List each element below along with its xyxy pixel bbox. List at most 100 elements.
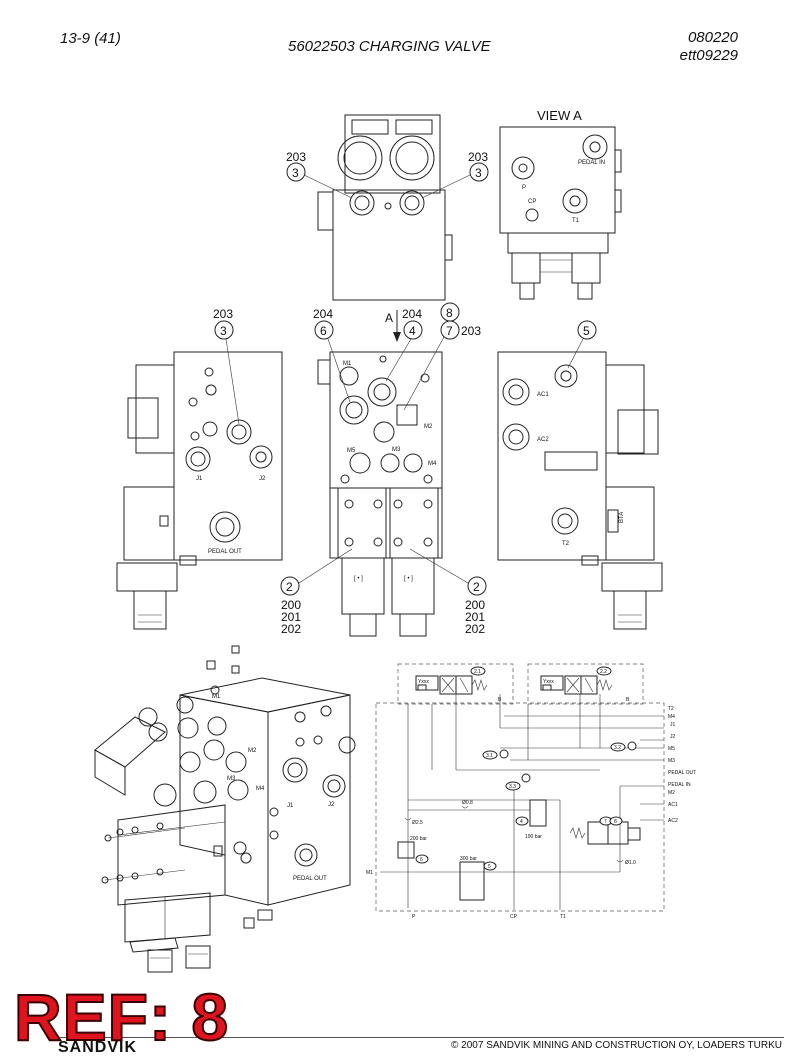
svg-text:Ø0.8: Ø0.8 bbox=[462, 800, 473, 806]
top-view bbox=[303, 114, 471, 301]
svg-text:J1: J1 bbox=[670, 722, 676, 728]
svg-text:201: 201 bbox=[281, 610, 301, 624]
svg-text:J1: J1 bbox=[287, 803, 294, 809]
svg-text:202: 202 bbox=[465, 622, 485, 636]
svg-text:AC1: AC1 bbox=[537, 392, 549, 398]
svg-text:M3: M3 bbox=[392, 447, 401, 453]
svg-text:M4: M4 bbox=[668, 714, 675, 720]
svg-text:203: 203 bbox=[461, 324, 481, 338]
svg-text:6: 6 bbox=[320, 324, 327, 338]
document-date: 080220 bbox=[687, 29, 738, 46]
ref-stamp: REF: 8 bbox=[13, 980, 230, 1054]
left-side-view: J1 J2 PEDAL OUT 203 3 bbox=[116, 307, 283, 630]
svg-text:[ • ]: [ • ] bbox=[404, 576, 413, 582]
svg-text:201: 201 bbox=[465, 610, 485, 624]
svg-text:3.2: 3.2 bbox=[614, 745, 621, 751]
svg-text:J2: J2 bbox=[670, 734, 676, 740]
svg-text:T1: T1 bbox=[560, 914, 566, 920]
svg-text:4: 4 bbox=[520, 819, 523, 825]
svg-text:M3: M3 bbox=[668, 758, 675, 764]
svg-text:AC2: AC2 bbox=[537, 437, 549, 443]
svg-text:PEDAL OUT: PEDAL OUT bbox=[668, 770, 696, 776]
svg-text:5: 5 bbox=[583, 324, 590, 338]
svg-text:J2: J2 bbox=[328, 802, 335, 808]
svg-text:M2: M2 bbox=[248, 748, 257, 754]
svg-text:M1: M1 bbox=[366, 870, 373, 876]
front-view: [ • ] [ • ] M1 M2 M5 M3 M4 A 204 6 204 4 bbox=[280, 302, 487, 637]
page-title: 56022503 CHARGING VALVE bbox=[288, 38, 491, 55]
svg-text:Ø2.5: Ø2.5 bbox=[412, 820, 423, 826]
svg-text:8: 8 bbox=[446, 306, 453, 320]
svg-text:M1: M1 bbox=[212, 694, 221, 700]
view-a-label: VIEW A bbox=[537, 108, 582, 123]
isometric-view: M1 M2 M3 M4 J1 J2 PEDAL OUT bbox=[94, 645, 356, 973]
svg-text:J2: J2 bbox=[259, 476, 266, 482]
top-callouts: 203 3 203 3 bbox=[286, 150, 489, 182]
svg-text:P: P bbox=[522, 185, 526, 191]
svg-text:J1: J1 bbox=[196, 476, 203, 482]
svg-text:3: 3 bbox=[292, 166, 299, 180]
svg-text:CP: CP bbox=[528, 199, 536, 205]
svg-text:BTA: BTA bbox=[619, 512, 625, 523]
svg-text:[ • ]: [ • ] bbox=[354, 576, 363, 582]
svg-text:6: 6 bbox=[420, 857, 423, 863]
svg-text:3.1: 3.1 bbox=[486, 753, 493, 759]
svg-text:M5: M5 bbox=[668, 746, 675, 752]
svg-text:M2: M2 bbox=[424, 424, 433, 430]
svg-text:PEDAL OUT: PEDAL OUT bbox=[293, 876, 327, 882]
document-code: ett09229 bbox=[679, 47, 738, 64]
svg-text:7: 7 bbox=[604, 819, 607, 825]
svg-text:3: 3 bbox=[220, 324, 227, 338]
view-a: VIEW A PEDAL IN P CP T1 bbox=[499, 108, 622, 300]
svg-text:CP: CP bbox=[510, 914, 518, 920]
copyright: © 2007 SANDVIK MINING AND CONSTRUCTION O… bbox=[451, 1040, 782, 1051]
svg-text:8: 8 bbox=[614, 819, 617, 825]
svg-text:T2: T2 bbox=[562, 541, 570, 547]
svg-text:PEDAL IN: PEDAL IN bbox=[578, 160, 605, 166]
svg-text:203: 203 bbox=[286, 150, 306, 164]
svg-text:AC2: AC2 bbox=[668, 818, 678, 824]
svg-text:B: B bbox=[626, 697, 630, 703]
svg-text:7: 7 bbox=[446, 324, 453, 338]
svg-text:204: 204 bbox=[402, 307, 422, 321]
svg-text:2.2: 2.2 bbox=[600, 669, 607, 675]
svg-text:2: 2 bbox=[473, 580, 480, 594]
svg-text:T2: T2 bbox=[668, 706, 674, 712]
svg-text:Ø1.0: Ø1.0 bbox=[625, 860, 636, 866]
svg-text:PEDAL IN: PEDAL IN bbox=[668, 782, 691, 788]
svg-text:203: 203 bbox=[213, 307, 233, 321]
svg-text:A: A bbox=[385, 311, 393, 325]
right-side-view: AC1 AC2 T2 BTA 5 bbox=[497, 320, 663, 630]
svg-text:202: 202 bbox=[281, 622, 301, 636]
svg-text:200: 200 bbox=[465, 598, 485, 612]
svg-text:M5: M5 bbox=[347, 448, 356, 454]
parts-drawing: VIEW A PEDAL IN P CP T1 203 3 203 3 bbox=[94, 108, 696, 973]
svg-text:300 bar: 300 bar bbox=[460, 856, 477, 862]
svg-text:3.3: 3.3 bbox=[509, 784, 516, 790]
svg-text:5: 5 bbox=[488, 864, 491, 870]
svg-text:AC1: AC1 bbox=[668, 802, 678, 808]
svg-text:204: 204 bbox=[313, 307, 333, 321]
svg-text:PEDAL OUT: PEDAL OUT bbox=[208, 549, 242, 555]
svg-text:3: 3 bbox=[475, 166, 482, 180]
svg-text:200: 200 bbox=[281, 598, 301, 612]
svg-text:M3: M3 bbox=[227, 776, 236, 782]
svg-text:M2: M2 bbox=[668, 790, 675, 796]
svg-text:4: 4 bbox=[409, 324, 416, 338]
svg-text:M4: M4 bbox=[256, 786, 265, 792]
svg-text:T1: T1 bbox=[572, 218, 580, 224]
svg-text:200 bar: 200 bar bbox=[410, 836, 427, 842]
svg-text:2: 2 bbox=[286, 580, 293, 594]
brand-logo-text: SANDVIK bbox=[58, 1039, 138, 1056]
svg-text:203: 203 bbox=[468, 150, 488, 164]
svg-text:Yxxx: Yxxx bbox=[543, 679, 554, 685]
page-reference: 13-9 (41) bbox=[60, 30, 121, 47]
svg-text:P: P bbox=[412, 914, 416, 920]
hydraulic-schematic: Yxxx 2.1 B Yxxx 2.2 B bbox=[366, 663, 696, 920]
svg-text:190 bar: 190 bar bbox=[525, 834, 542, 840]
svg-text:M4: M4 bbox=[428, 461, 437, 467]
footer-rule bbox=[58, 1037, 784, 1038]
svg-text:2.1: 2.1 bbox=[474, 669, 481, 675]
svg-text:M1: M1 bbox=[343, 361, 352, 367]
svg-text:Yxxx: Yxxx bbox=[418, 679, 429, 685]
